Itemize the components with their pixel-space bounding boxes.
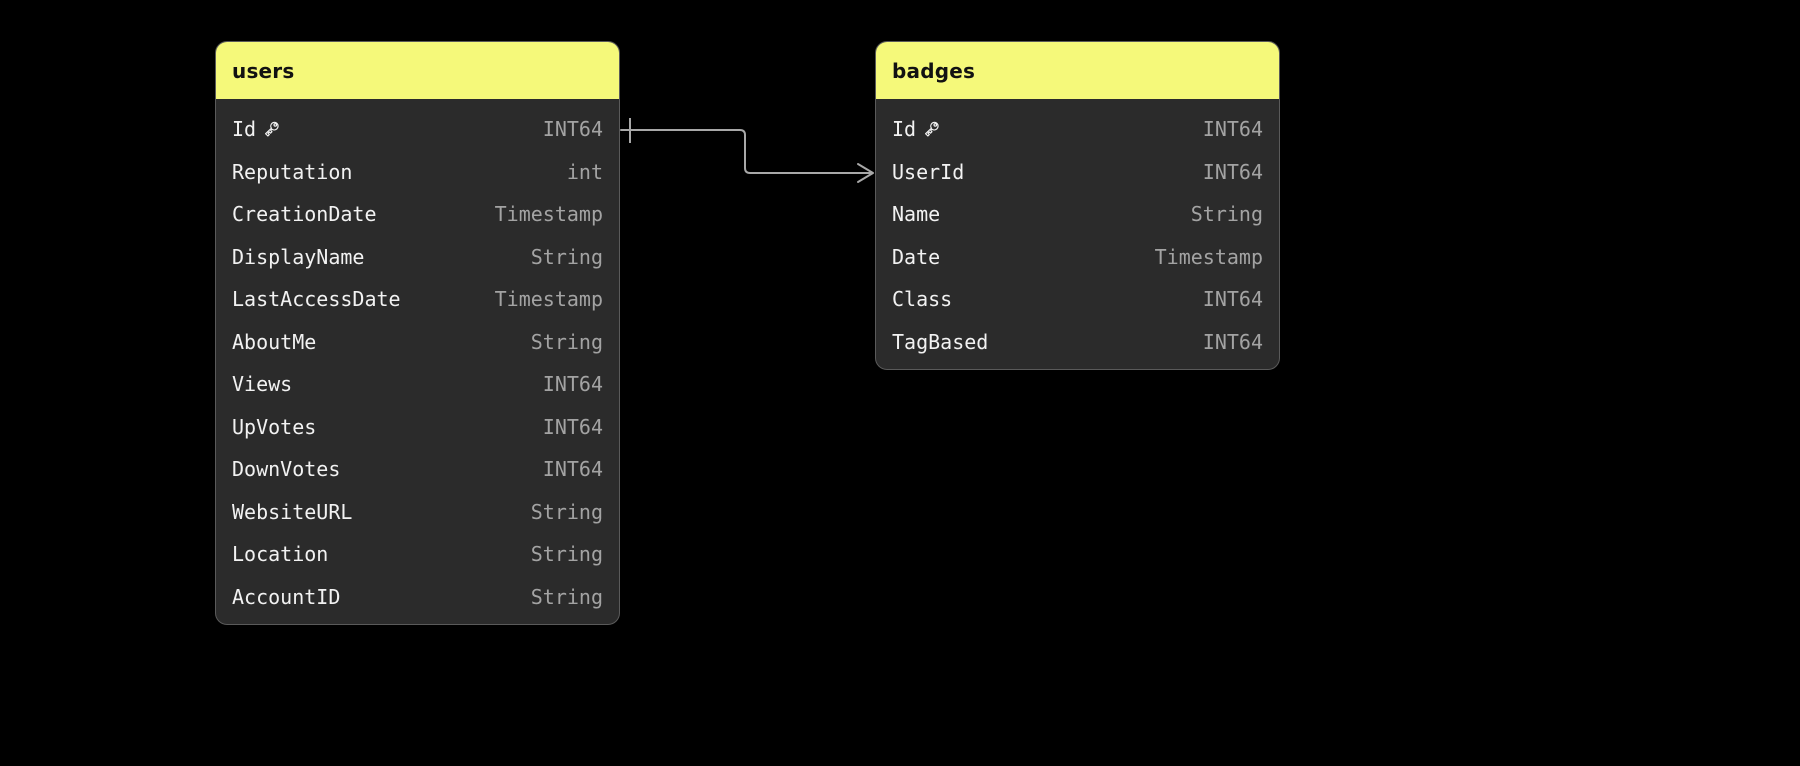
field-name: CreationDate	[232, 202, 377, 227]
field-name: DisplayName	[232, 244, 365, 269]
field-name-cell: LastAccessDate	[232, 287, 401, 311]
field-row[interactable]: DownVotes INT64	[216, 448, 619, 491]
field-row[interactable]: Location String	[216, 533, 619, 576]
entity-header-badges[interactable]: badges	[876, 42, 1279, 99]
field-row[interactable]: Reputation int	[216, 151, 619, 194]
field-row[interactable]: AboutMe String	[216, 321, 619, 364]
field-type: INT64	[542, 372, 603, 397]
field-name-cell: DisplayName	[232, 245, 364, 269]
field-type: INT64	[1202, 287, 1263, 312]
field-row[interactable]: Views INT64	[216, 363, 619, 406]
field-name: AccountID	[232, 584, 341, 609]
entity-title: badges	[892, 58, 976, 83]
field-name: Reputation	[232, 159, 353, 184]
field-name-cell: Class	[892, 287, 952, 311]
field-type: INT64	[1202, 329, 1263, 354]
field-name-cell: Reputation	[232, 160, 352, 184]
field-type: Timestamp	[494, 202, 603, 227]
field-row[interactable]: TagBased INT64	[876, 321, 1279, 364]
field-name-cell: UserId	[892, 160, 964, 184]
field-row[interactable]: Id INT64	[876, 108, 1279, 151]
field-name-cell: WebsiteURL	[232, 500, 352, 524]
field-name-cell: Location	[232, 542, 328, 566]
field-name-cell: Id	[892, 117, 943, 141]
field-name: Id	[232, 117, 257, 142]
field-name-cell: CreationDate	[232, 202, 377, 226]
field-type: String	[530, 244, 603, 269]
field-name-cell: DownVotes	[232, 457, 340, 481]
field-name-cell: AccountID	[232, 585, 340, 609]
field-type: int	[566, 159, 603, 184]
field-name-cell: UpVotes	[232, 415, 316, 439]
field-type: INT64	[1202, 117, 1263, 142]
field-name: Location	[232, 542, 329, 567]
field-name: UserId	[892, 159, 965, 184]
cardinality-many-marker	[855, 163, 874, 183]
field-row[interactable]: CreationDate Timestamp	[216, 193, 619, 236]
field-name-cell: Name	[892, 202, 940, 226]
field-name: DownVotes	[232, 457, 341, 482]
relationship-line	[620, 129, 873, 174]
field-name: AboutMe	[232, 329, 317, 354]
field-name-cell: TagBased	[892, 330, 988, 354]
field-name: Class	[892, 287, 953, 312]
field-row[interactable]: DisplayName String	[216, 236, 619, 279]
field-row[interactable]: Date Timestamp	[876, 236, 1279, 279]
entity-title: users	[232, 58, 295, 83]
field-name: Date	[892, 244, 941, 269]
field-row[interactable]: Id INT64	[216, 108, 619, 151]
field-type: String	[530, 329, 603, 354]
field-type: String	[1190, 202, 1263, 227]
field-name: WebsiteURL	[232, 499, 353, 524]
field-type: INT64	[542, 117, 603, 142]
field-name-cell: Date	[892, 245, 940, 269]
field-type: INT64	[542, 457, 603, 482]
field-type: String	[530, 499, 603, 524]
field-row[interactable]: UpVotes INT64	[216, 406, 619, 449]
field-name-cell: Id	[232, 117, 283, 141]
field-name: Id	[892, 117, 917, 142]
field-type: INT64	[1202, 159, 1263, 184]
field-name: Views	[232, 372, 293, 397]
field-row[interactable]: UserId INT64	[876, 151, 1279, 194]
field-row[interactable]: AccountID String	[216, 576, 619, 619]
field-row[interactable]: WebsiteURL String	[216, 491, 619, 534]
key-icon	[264, 121, 283, 140]
field-type: INT64	[542, 414, 603, 439]
field-type: Timestamp	[1154, 244, 1263, 269]
field-type: Timestamp	[494, 287, 603, 312]
field-row[interactable]: Name String	[876, 193, 1279, 236]
field-type: String	[530, 584, 603, 609]
field-type: String	[530, 542, 603, 567]
relationship-users-id-to-badges-userid[interactable]	[620, 118, 874, 183]
key-icon	[924, 121, 943, 140]
field-name: LastAccessDate	[232, 287, 401, 312]
field-name-cell: Views	[232, 372, 292, 396]
field-name: TagBased	[892, 329, 989, 354]
field-row[interactable]: Class INT64	[876, 278, 1279, 321]
entity-header-users[interactable]: users	[216, 42, 619, 99]
field-row[interactable]: LastAccessDate Timestamp	[216, 278, 619, 321]
field-name: UpVotes	[232, 414, 317, 439]
field-name: Name	[892, 202, 941, 227]
field-name-cell: AboutMe	[232, 330, 316, 354]
